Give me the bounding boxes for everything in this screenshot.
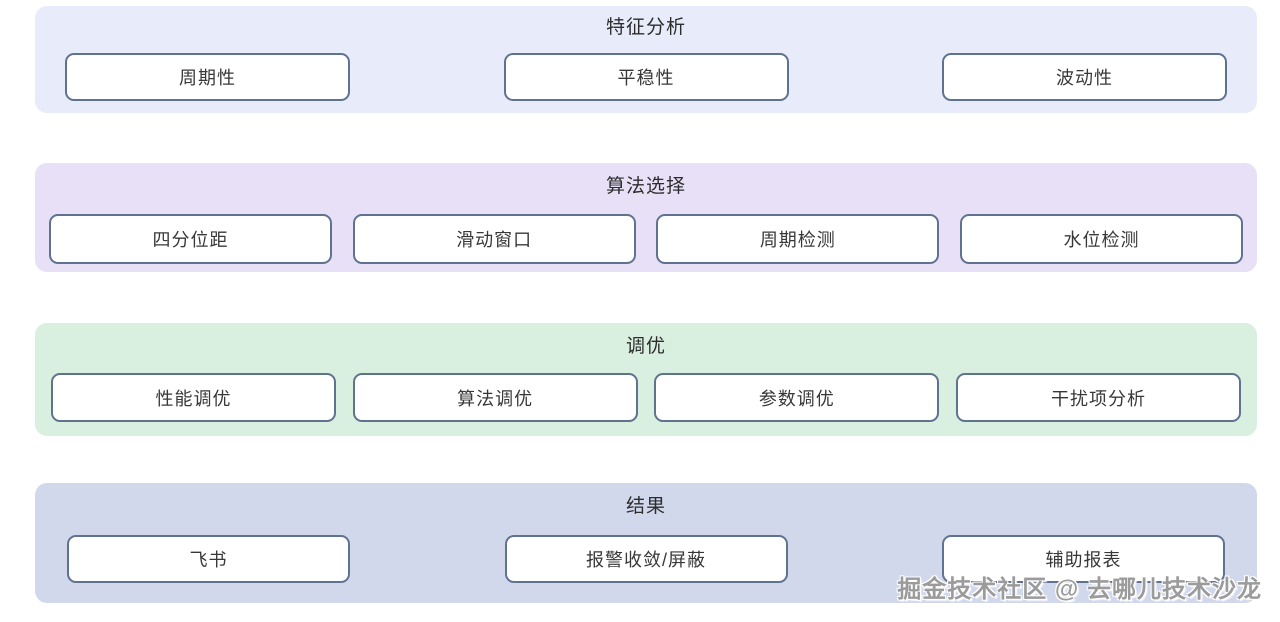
node-feishu: 飞书 — [67, 535, 350, 583]
node-performance-tuning: 性能调优 — [51, 373, 336, 422]
node-algorithm-tuning: 算法调优 — [352, 373, 638, 422]
section-result: 结果 飞书 报警收敛/屏蔽 辅助报表 — [35, 483, 1257, 603]
node-alarm-convergence-suppression: 报警收敛/屏蔽 — [504, 535, 788, 583]
section-tuning: 调优 性能调优 算法调优 参数调优 干扰项分析 — [35, 323, 1257, 436]
section-feature-analysis: 特征分析 周期性 平稳性 波动性 — [35, 6, 1257, 113]
node-interquartile-range: 四分位距 — [49, 214, 332, 264]
node-stationarity: 平稳性 — [503, 53, 789, 101]
node-auxiliary-report: 辅助报表 — [942, 535, 1225, 583]
section-title-result: 结果 — [625, 496, 666, 517]
watermark: 掘金技术社区 @ 去哪儿技术沙龙 — [897, 576, 1262, 603]
section-title-algorithm-selection: 算法选择 — [605, 176, 686, 197]
node-sliding-window: 滑动窗口 — [352, 214, 636, 264]
section-title-tuning: 调优 — [625, 336, 666, 357]
node-water-level-detection: 水位检测 — [959, 214, 1243, 264]
section-algorithm-selection: 算法选择 四分位距 滑动窗口 周期检测 水位检测 — [35, 163, 1257, 272]
node-volatility: 波动性 — [942, 53, 1227, 101]
feature-analysis-row: 周期性 平稳性 波动性 — [35, 53, 1257, 101]
result-row: 飞书 报警收敛/屏蔽 辅助报表 — [35, 535, 1257, 583]
node-parameter-tuning: 参数调优 — [654, 373, 940, 422]
node-interference-analysis: 干扰项分析 — [955, 373, 1241, 422]
algorithm-selection-row: 四分位距 滑动窗口 周期检测 水位检测 — [35, 214, 1257, 264]
node-periodicity: 周期性 — [65, 53, 350, 101]
node-period-detection: 周期检测 — [656, 214, 940, 264]
tuning-row: 性能调优 算法调优 参数调优 干扰项分析 — [35, 373, 1257, 422]
section-title-feature-analysis: 特征分析 — [605, 17, 686, 38]
